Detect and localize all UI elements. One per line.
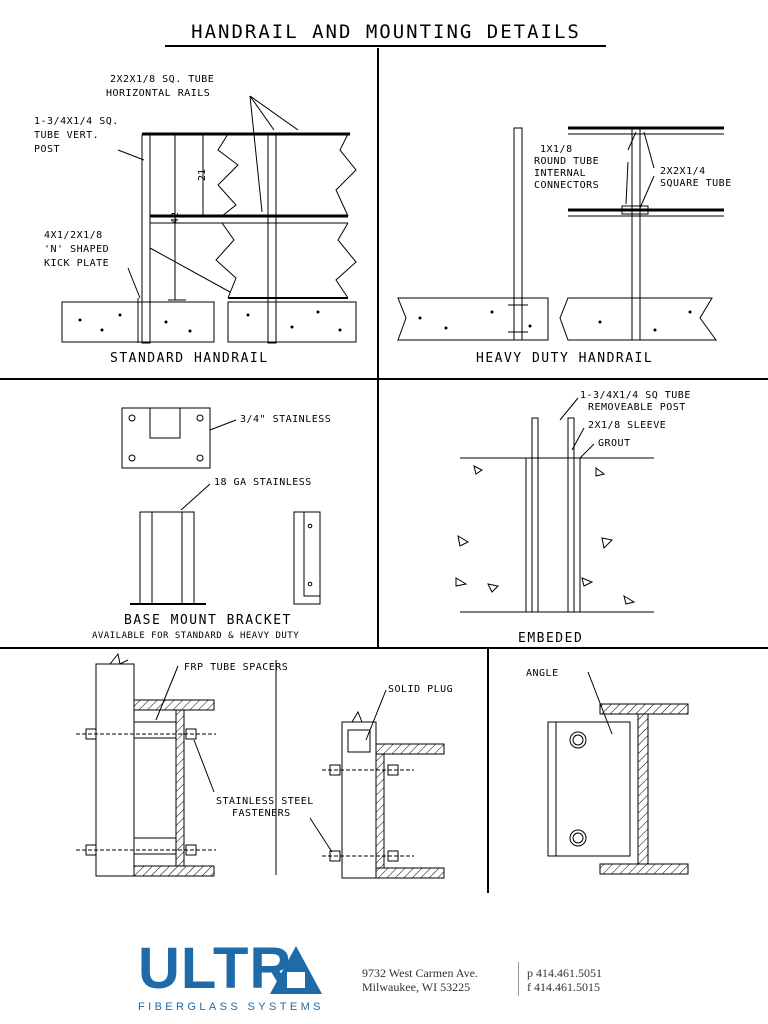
frp-spacer-drawing <box>76 652 216 877</box>
base-plate-label: 3/4" STAINLESS <box>240 414 331 425</box>
dimension-42: 42 <box>170 212 181 224</box>
fax-line: f 414.461.5015 <box>527 980 600 994</box>
standard-post-label-2: TUBE VERT. <box>34 130 99 141</box>
embed-post-label-1: 1-3/4X1/4 SQ TUBE <box>580 390 691 401</box>
address-line-2: Milwaukee, WI 53225 <box>362 980 471 994</box>
embed-grout-label: GROUT <box>598 438 631 449</box>
embed-caption: EMBEDED <box>518 631 583 646</box>
frp-spacers-label: FRP TUBE SPACERS <box>184 662 288 673</box>
dimension-21: 21 <box>197 169 208 181</box>
ultra-logo: ULTR <box>138 936 293 1001</box>
standard-handrail-caption: STANDARD HANDRAIL <box>110 351 269 366</box>
heavy-duty-drawing <box>397 126 724 341</box>
solid-plug-label: SOLID PLUG <box>388 684 453 695</box>
panel-grid <box>0 48 768 893</box>
standard-rails-label-2: HORIZONTAL RAILS <box>106 88 210 99</box>
standard-handrail-drawing <box>61 95 357 344</box>
embed-drawing <box>455 397 654 613</box>
footer-separator <box>518 962 519 996</box>
sheet-title: HANDRAIL AND MOUNTING DETAILS <box>191 21 581 43</box>
address-block: 9732 West Carmen Ave. Milwaukee, WI 5322… <box>362 966 478 994</box>
phone-block: p 414.461.5051 f 414.461.5015 <box>527 966 602 994</box>
standard-post-label-1: 1-3/4X1/4 SQ. <box>34 116 119 127</box>
logo-subtitle: FIBERGLASS SYSTEMS <box>138 1001 324 1013</box>
address-line-1: 9732 West Carmen Ave. <box>362 966 478 980</box>
fasteners-label-2: FASTENERS <box>232 808 291 819</box>
drawing-sheet: HANDRAIL AND MOUNTING DETAILS <box>0 21 768 893</box>
base-mount-drawing <box>121 407 321 605</box>
embed-sleeve-label: 2X1/8 SLEEVE <box>588 420 666 431</box>
fasteners-label-1: STAINLESS STEEL <box>216 796 314 807</box>
heavy-connector-label-4: CONNECTORS <box>534 180 599 191</box>
base-mount-caption: BASE MOUNT BRACKET <box>124 613 292 628</box>
standard-kick-label-2: 'N' SHAPED <box>44 244 109 255</box>
heavy-duty-caption: HEAVY DUTY HANDRAIL <box>476 351 653 366</box>
base-mount-subcaption: AVAILABLE FOR STANDARD & HEAVY DUTY <box>92 631 299 641</box>
heavy-square-label-2: SQUARE TUBE <box>660 178 732 189</box>
logo-a-notch <box>287 972 305 988</box>
base-gauge-label: 18 GA STAINLESS <box>214 477 312 488</box>
standard-post-label-3: POST <box>34 144 60 155</box>
solid-plug-drawing <box>309 689 445 879</box>
standard-kick-label-1: 4X1/2X1/8 <box>44 230 103 241</box>
angle-drawing <box>547 671 689 875</box>
embed-post-label-2: REMOVEABLE POST <box>588 402 686 413</box>
heavy-connector-label-2: ROUND TUBE <box>534 156 599 167</box>
heavy-square-label-1: 2X2X1/4 <box>660 166 706 177</box>
phone-line: p 414.461.5051 <box>527 966 602 980</box>
heavy-connector-label-3: INTERNAL <box>534 168 586 179</box>
standard-kick-label-3: KICK PLATE <box>44 258 109 269</box>
angle-label: ANGLE <box>526 668 559 679</box>
standard-rails-label-1: 2X2X1/8 SQ. TUBE <box>110 74 214 85</box>
heavy-connector-label-1: 1X1/8 <box>540 144 573 155</box>
